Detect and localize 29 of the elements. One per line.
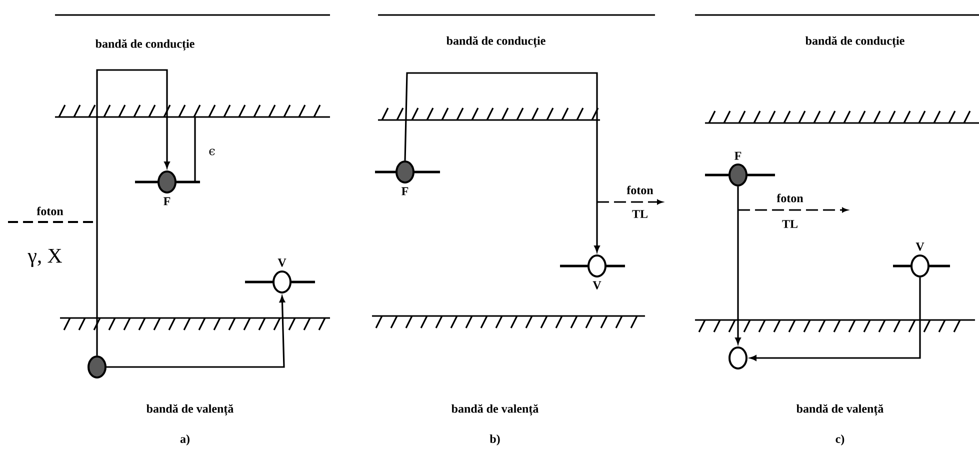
panel-label: c) [836,434,844,446]
photon-label: TL [782,220,798,228]
photon-label: foton [626,186,654,194]
band-label: bandă de valență [796,404,884,416]
panel-label: b) [490,434,500,446]
node-label: F [734,152,742,160]
electron-path-arrow [404,72,600,252]
electron-path-arrow [106,296,286,368]
band-label: bandă de valență [146,404,234,416]
photon-label: foton [776,194,804,202]
band-label: bandă de valență [452,404,538,416]
band-label: bandă de conducție [96,39,194,51]
photon-label: TL [632,210,648,218]
hole-circle [88,356,107,378]
hole-circle [728,346,748,370]
panel-label: a) [180,434,190,446]
band-label: bandă de conducție [446,36,546,48]
radiation-label: γ, X [28,249,62,267]
gap-label: ϵ [209,148,215,156]
node-label: F [164,197,170,206]
electron-path-arrow [750,278,921,361]
node-label: F [402,187,408,196]
node-label: V [278,258,286,267]
photon-label: foton [36,206,64,216]
electron-path-arrow [96,69,170,356]
node-label: V [592,281,602,290]
electron-path-arrow [735,186,741,344]
band-label: bandă de conducție [805,36,904,48]
node-label: V [916,242,924,251]
